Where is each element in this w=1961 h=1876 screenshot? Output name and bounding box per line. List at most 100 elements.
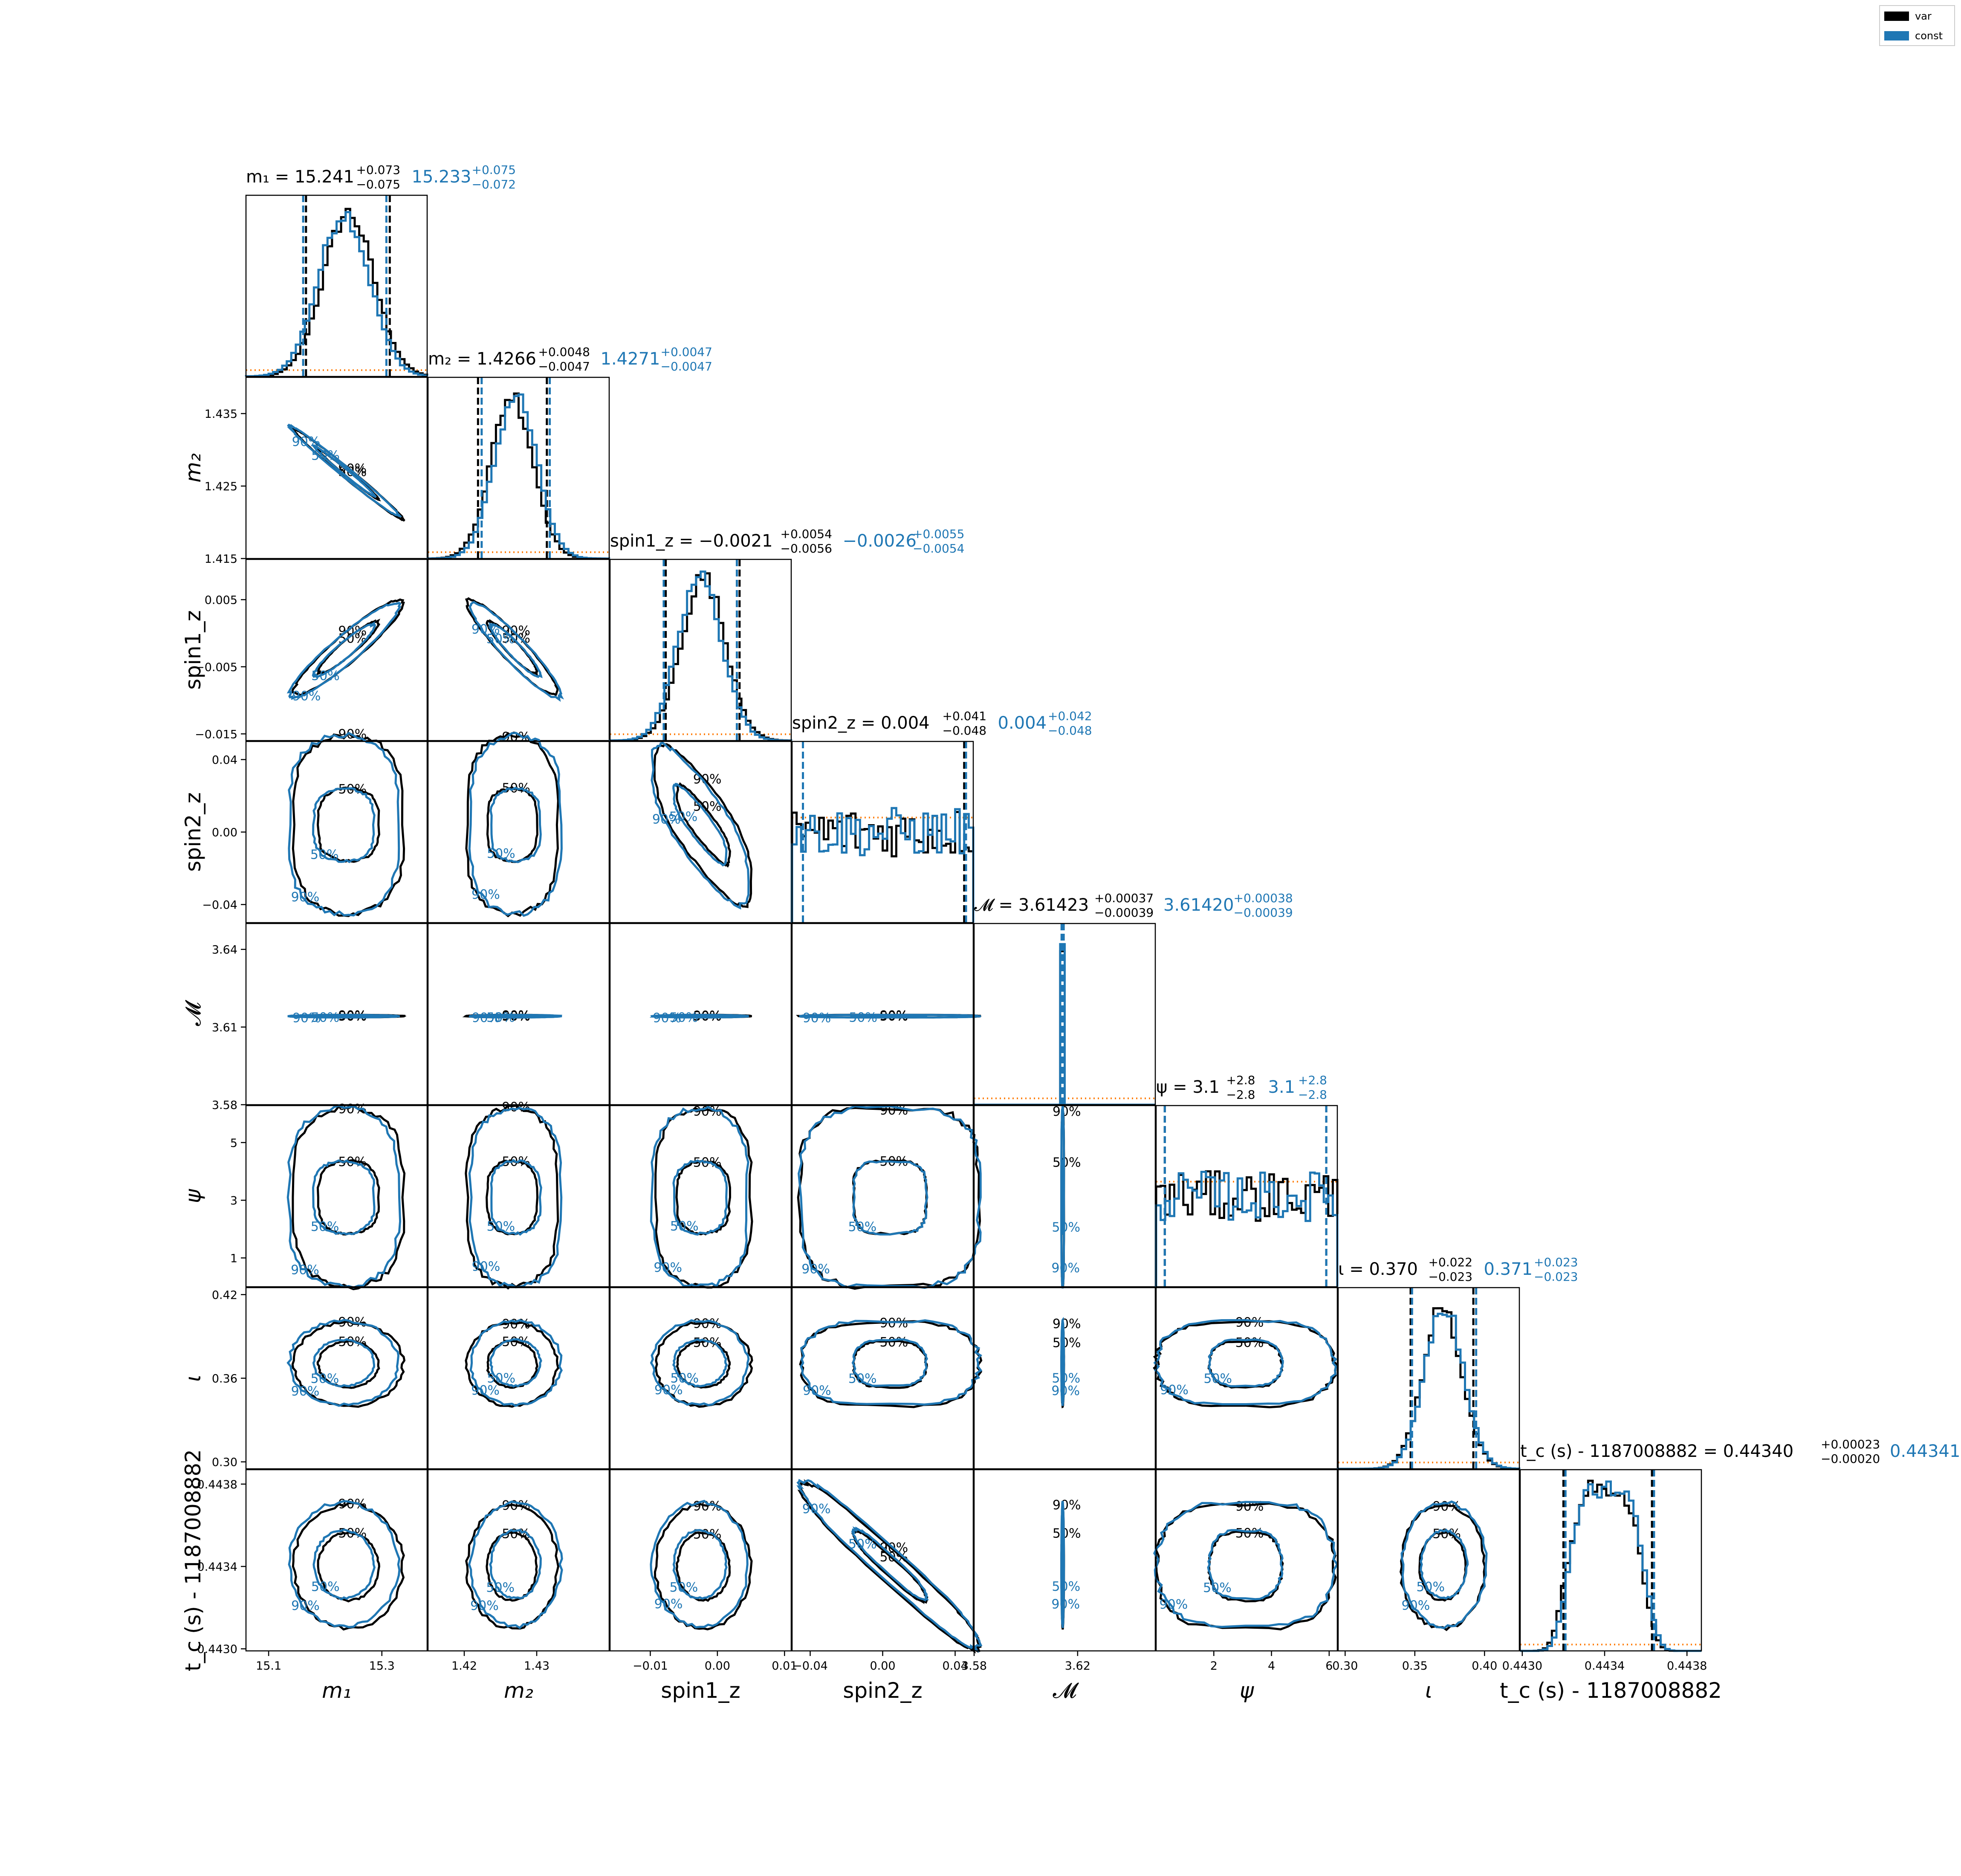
- axes-frame: [1337, 1469, 1520, 1652]
- contour-const-90pct: [468, 732, 563, 917]
- contour-const-50pct: [312, 787, 376, 863]
- axes-frame: [609, 1105, 792, 1288]
- contour-label-const: 50%: [669, 810, 698, 825]
- panel-spin1_z-vs-M_chirp: 50%90%50%90%: [609, 923, 792, 1106]
- title-var-value: ψ = 3.1: [1156, 1077, 1220, 1097]
- contour-label-const: 90%: [292, 1010, 321, 1025]
- contour-label-const: 50%: [1052, 1371, 1080, 1386]
- x-tick-label: 3.62: [1065, 1659, 1090, 1673]
- y-tick-label: 0.30: [212, 1456, 237, 1469]
- x-tick-label: 0.4438: [1667, 1659, 1707, 1673]
- x-axis-label-m_1: m₁: [322, 1678, 351, 1703]
- title-const-minus: −0.048: [1048, 724, 1092, 738]
- contour-label-var: 50%: [338, 1335, 367, 1349]
- title-const-minus: −0.0047: [661, 359, 712, 373]
- contour-const-50pct: [312, 444, 377, 499]
- x-axis-label-m_2: m₂: [504, 1678, 533, 1703]
- title-const-value: 15.233: [412, 167, 471, 187]
- contour-label-const: 90%: [803, 1010, 831, 1025]
- y-axis-label-iota: ι: [181, 1375, 205, 1382]
- contour-label-const: 90%: [291, 1598, 320, 1613]
- contour-const-90pct: [649, 1013, 749, 1019]
- x-tick-label: −0.01: [633, 1659, 668, 1673]
- contour-const-50pct: [489, 1338, 542, 1388]
- contour-var-90pct: [654, 1107, 753, 1289]
- contour-const-90pct: [1060, 1317, 1065, 1406]
- x-tick-label: −0.04: [792, 1659, 828, 1673]
- title-var-plus: +0.0048: [538, 345, 590, 359]
- contour-label-const: 90%: [1160, 1597, 1188, 1612]
- title-var-minus: −0.075: [356, 177, 401, 191]
- contour-var-90pct: [292, 1502, 405, 1631]
- contour-label-const: 90%: [471, 887, 500, 902]
- axes-frame: [427, 923, 610, 1106]
- contour-const-90pct: [286, 1319, 400, 1407]
- contour-const-90pct: [799, 1013, 981, 1019]
- contour-label-const: 90%: [652, 812, 681, 827]
- contour-label-var: 90%: [502, 1498, 530, 1513]
- axes-frame: [973, 923, 1156, 1106]
- y-tick-label: 1.435: [205, 408, 237, 421]
- axes-frame: [973, 1469, 1156, 1652]
- contour-const-90pct: [286, 423, 402, 517]
- contour-var-90pct: [797, 1106, 981, 1290]
- x-tick-label: 1.43: [524, 1659, 550, 1673]
- y-axis-label-t_c (s) - 1187008882: t_c (s) - 1187008882: [181, 1449, 205, 1671]
- axes-frame: [609, 923, 792, 1106]
- y-tick-label: 1.425: [205, 480, 237, 493]
- contour-const-90pct: [286, 1104, 402, 1289]
- x-tick-label: 1.42: [451, 1659, 477, 1673]
- x-tick-label: 0.4430: [1502, 1659, 1542, 1673]
- contour-label-var: 90%: [502, 1317, 530, 1332]
- contour-label-const: 50%: [1416, 1580, 1445, 1595]
- contour-label-var: 50%: [693, 1335, 722, 1350]
- contour-const-90pct: [651, 741, 750, 910]
- contour-const-50pct: [672, 783, 728, 867]
- contour-const-90pct: [469, 1013, 563, 1019]
- contour-label-const: 90%: [291, 890, 320, 905]
- contour-const-90pct: [287, 1013, 400, 1019]
- x-tick-label: 2: [1210, 1659, 1218, 1673]
- x-axis-label-M_chirp: 𝓜: [1053, 1678, 1079, 1703]
- contour-label-var: 50%: [1235, 1335, 1264, 1350]
- contour-const-90pct: [650, 1106, 749, 1288]
- contour-label-const: 90%: [291, 1263, 319, 1278]
- title-var-plus: +0.00037: [1094, 891, 1154, 905]
- contour-label-const: 90%: [472, 1010, 500, 1025]
- contour-const-90pct: [796, 1479, 983, 1653]
- contour-label-const: 50%: [1052, 1220, 1080, 1235]
- title-var-value: m₁ = 15.241: [246, 167, 354, 187]
- axes-frame: [427, 376, 610, 559]
- hist-const: [609, 570, 792, 742]
- contour-label-const: 50%: [1203, 1372, 1232, 1387]
- x-axis-label-spin1_z: spin1_z: [661, 1678, 740, 1703]
- contour-const-50pct: [852, 1160, 928, 1236]
- contour-const-50pct: [851, 1338, 928, 1387]
- contour-label-var: 50%: [1053, 1155, 1081, 1170]
- title-const-plus: +0.00023: [1960, 1437, 1961, 1451]
- axes-frame: [791, 741, 974, 924]
- contour-label-const: 90%: [291, 1384, 320, 1399]
- hist-var: [1155, 1170, 1339, 1287]
- y-tick-label: 0.4430: [197, 1643, 237, 1656]
- contour-label-const: 90%: [654, 1383, 683, 1398]
- panel-m_1-vs-iota: 50%90%50%90%0.300.360.42ι: [181, 1287, 428, 1470]
- contour-const-50pct: [490, 1159, 542, 1236]
- y-tick-label: 0.36: [212, 1372, 237, 1386]
- x-tick-label: 0.40: [1472, 1659, 1497, 1673]
- contour-const-50pct: [488, 622, 543, 678]
- hist-const: [974, 943, 1155, 1106]
- contour-label-const: 90%: [654, 1260, 682, 1275]
- legend-item-var: var: [1884, 10, 1932, 22]
- axes-frame: [245, 1105, 428, 1288]
- contour-label-const: 50%: [486, 1580, 515, 1595]
- y-axis-label-psi: ψ: [181, 1189, 205, 1203]
- y-tick-label: 3.61: [212, 1021, 237, 1034]
- panel-m_2-vs-spin2_z: 50%90%50%90%: [427, 730, 610, 924]
- x-axis-label-t_c (s) - 1187008882: t_c (s) - 1187008882: [1500, 1678, 1722, 1703]
- title-const-plus: +0.023: [1534, 1255, 1578, 1269]
- contour-label-var: 90%: [1053, 1498, 1081, 1513]
